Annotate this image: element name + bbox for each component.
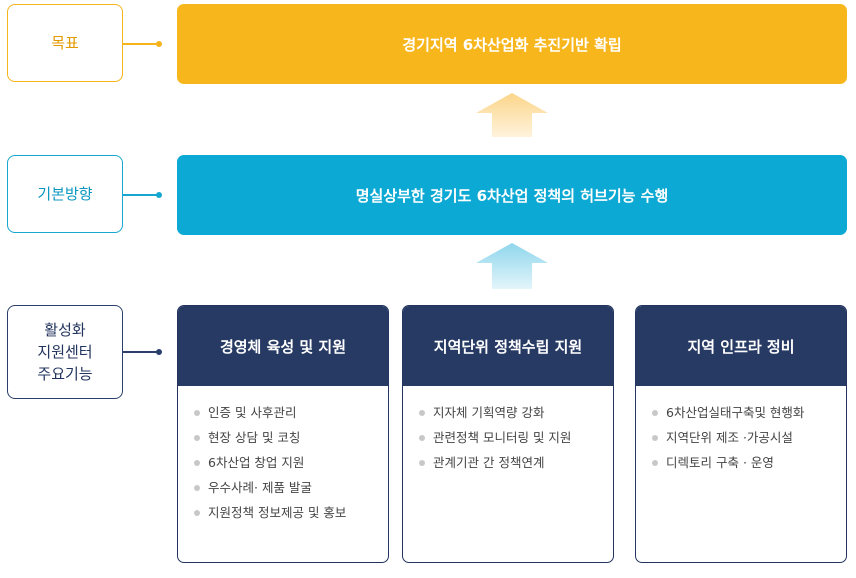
direction-connector-dot — [156, 192, 162, 198]
list-item: 인증 및 사후관리 — [192, 400, 388, 425]
function-card-enterprise: 경영체 육성 및 지원 인증 및 사후관리 현장 상담 및 코칭 6차산업 창업… — [177, 305, 389, 563]
direction-banner: 명실상부한 경기도 6차산업 정책의 허브기능 수행 — [177, 155, 847, 235]
direction-connector — [123, 192, 162, 198]
functions-connector — [123, 349, 162, 355]
functions-label-line-2: 지원센터 — [37, 343, 93, 361]
list-item: 지원정책 정보제공 및 홍보 — [192, 500, 388, 525]
goal-banner: 경기지역 6차산업화 추진기반 확립 — [177, 4, 847, 84]
list-item: 현장 상담 및 코칭 — [192, 425, 388, 450]
card-title: 경영체 육성 및 지원 — [178, 306, 388, 386]
list-item: 관련정책 모니터링 및 지원 — [417, 425, 613, 450]
goal-connector-dot — [156, 41, 162, 47]
up-arrow-icon — [476, 93, 548, 137]
list-item: 6차산업 창업 지원 — [192, 450, 388, 475]
goal-connector — [123, 41, 162, 47]
direction-label: 기본방향 — [7, 155, 123, 233]
card-item-list: 지자체 기획역량 강화 관련정책 모니터링 및 지원 관계기관 간 정책연계 — [403, 386, 613, 475]
list-item: 6차산업실태구축및 현행화 — [650, 400, 846, 425]
list-item: 우수사례· 제품 발굴 — [192, 475, 388, 500]
list-item: 지자체 기획역량 강화 — [417, 400, 613, 425]
direction-label-text: 기본방향 — [37, 185, 93, 203]
card-item-list: 6차산업실태구축및 현행화 지역단위 제조 ·가공시설 디렉토리 구축 · 운영 — [636, 386, 846, 475]
goal-label: 목표 — [7, 4, 123, 82]
functions-connector-dot — [156, 349, 162, 355]
goal-banner-text: 경기지역 6차산업화 추진기반 확립 — [402, 35, 622, 54]
function-card-policy: 지역단위 정책수립 지원 지자체 기획역량 강화 관련정책 모니터링 및 지원 … — [402, 305, 614, 563]
card-item-list: 인증 및 사후관리 현장 상담 및 코칭 6차산업 창업 지원 우수사례· 제품… — [178, 386, 388, 525]
list-item: 지역단위 제조 ·가공시설 — [650, 425, 846, 450]
functions-label-line-3: 주요기능 — [37, 365, 93, 383]
card-title: 지역단위 정책수립 지원 — [403, 306, 613, 386]
functions-label: 활성화 지원센터 주요기능 — [7, 305, 123, 399]
functions-label-line-1: 활성화 — [44, 321, 86, 339]
function-card-infrastructure: 지역 인프라 정비 6차산업실태구축및 현행화 지역단위 제조 ·가공시설 디렉… — [635, 305, 847, 563]
direction-banner-text: 명실상부한 경기도 6차산업 정책의 허브기능 수행 — [355, 186, 669, 205]
goal-label-text: 목표 — [51, 34, 79, 52]
list-item: 디렉토리 구축 · 운영 — [650, 450, 846, 475]
up-arrow-icon — [476, 243, 548, 289]
card-title: 지역 인프라 정비 — [636, 306, 846, 386]
list-item: 관계기관 간 정책연계 — [417, 450, 613, 475]
